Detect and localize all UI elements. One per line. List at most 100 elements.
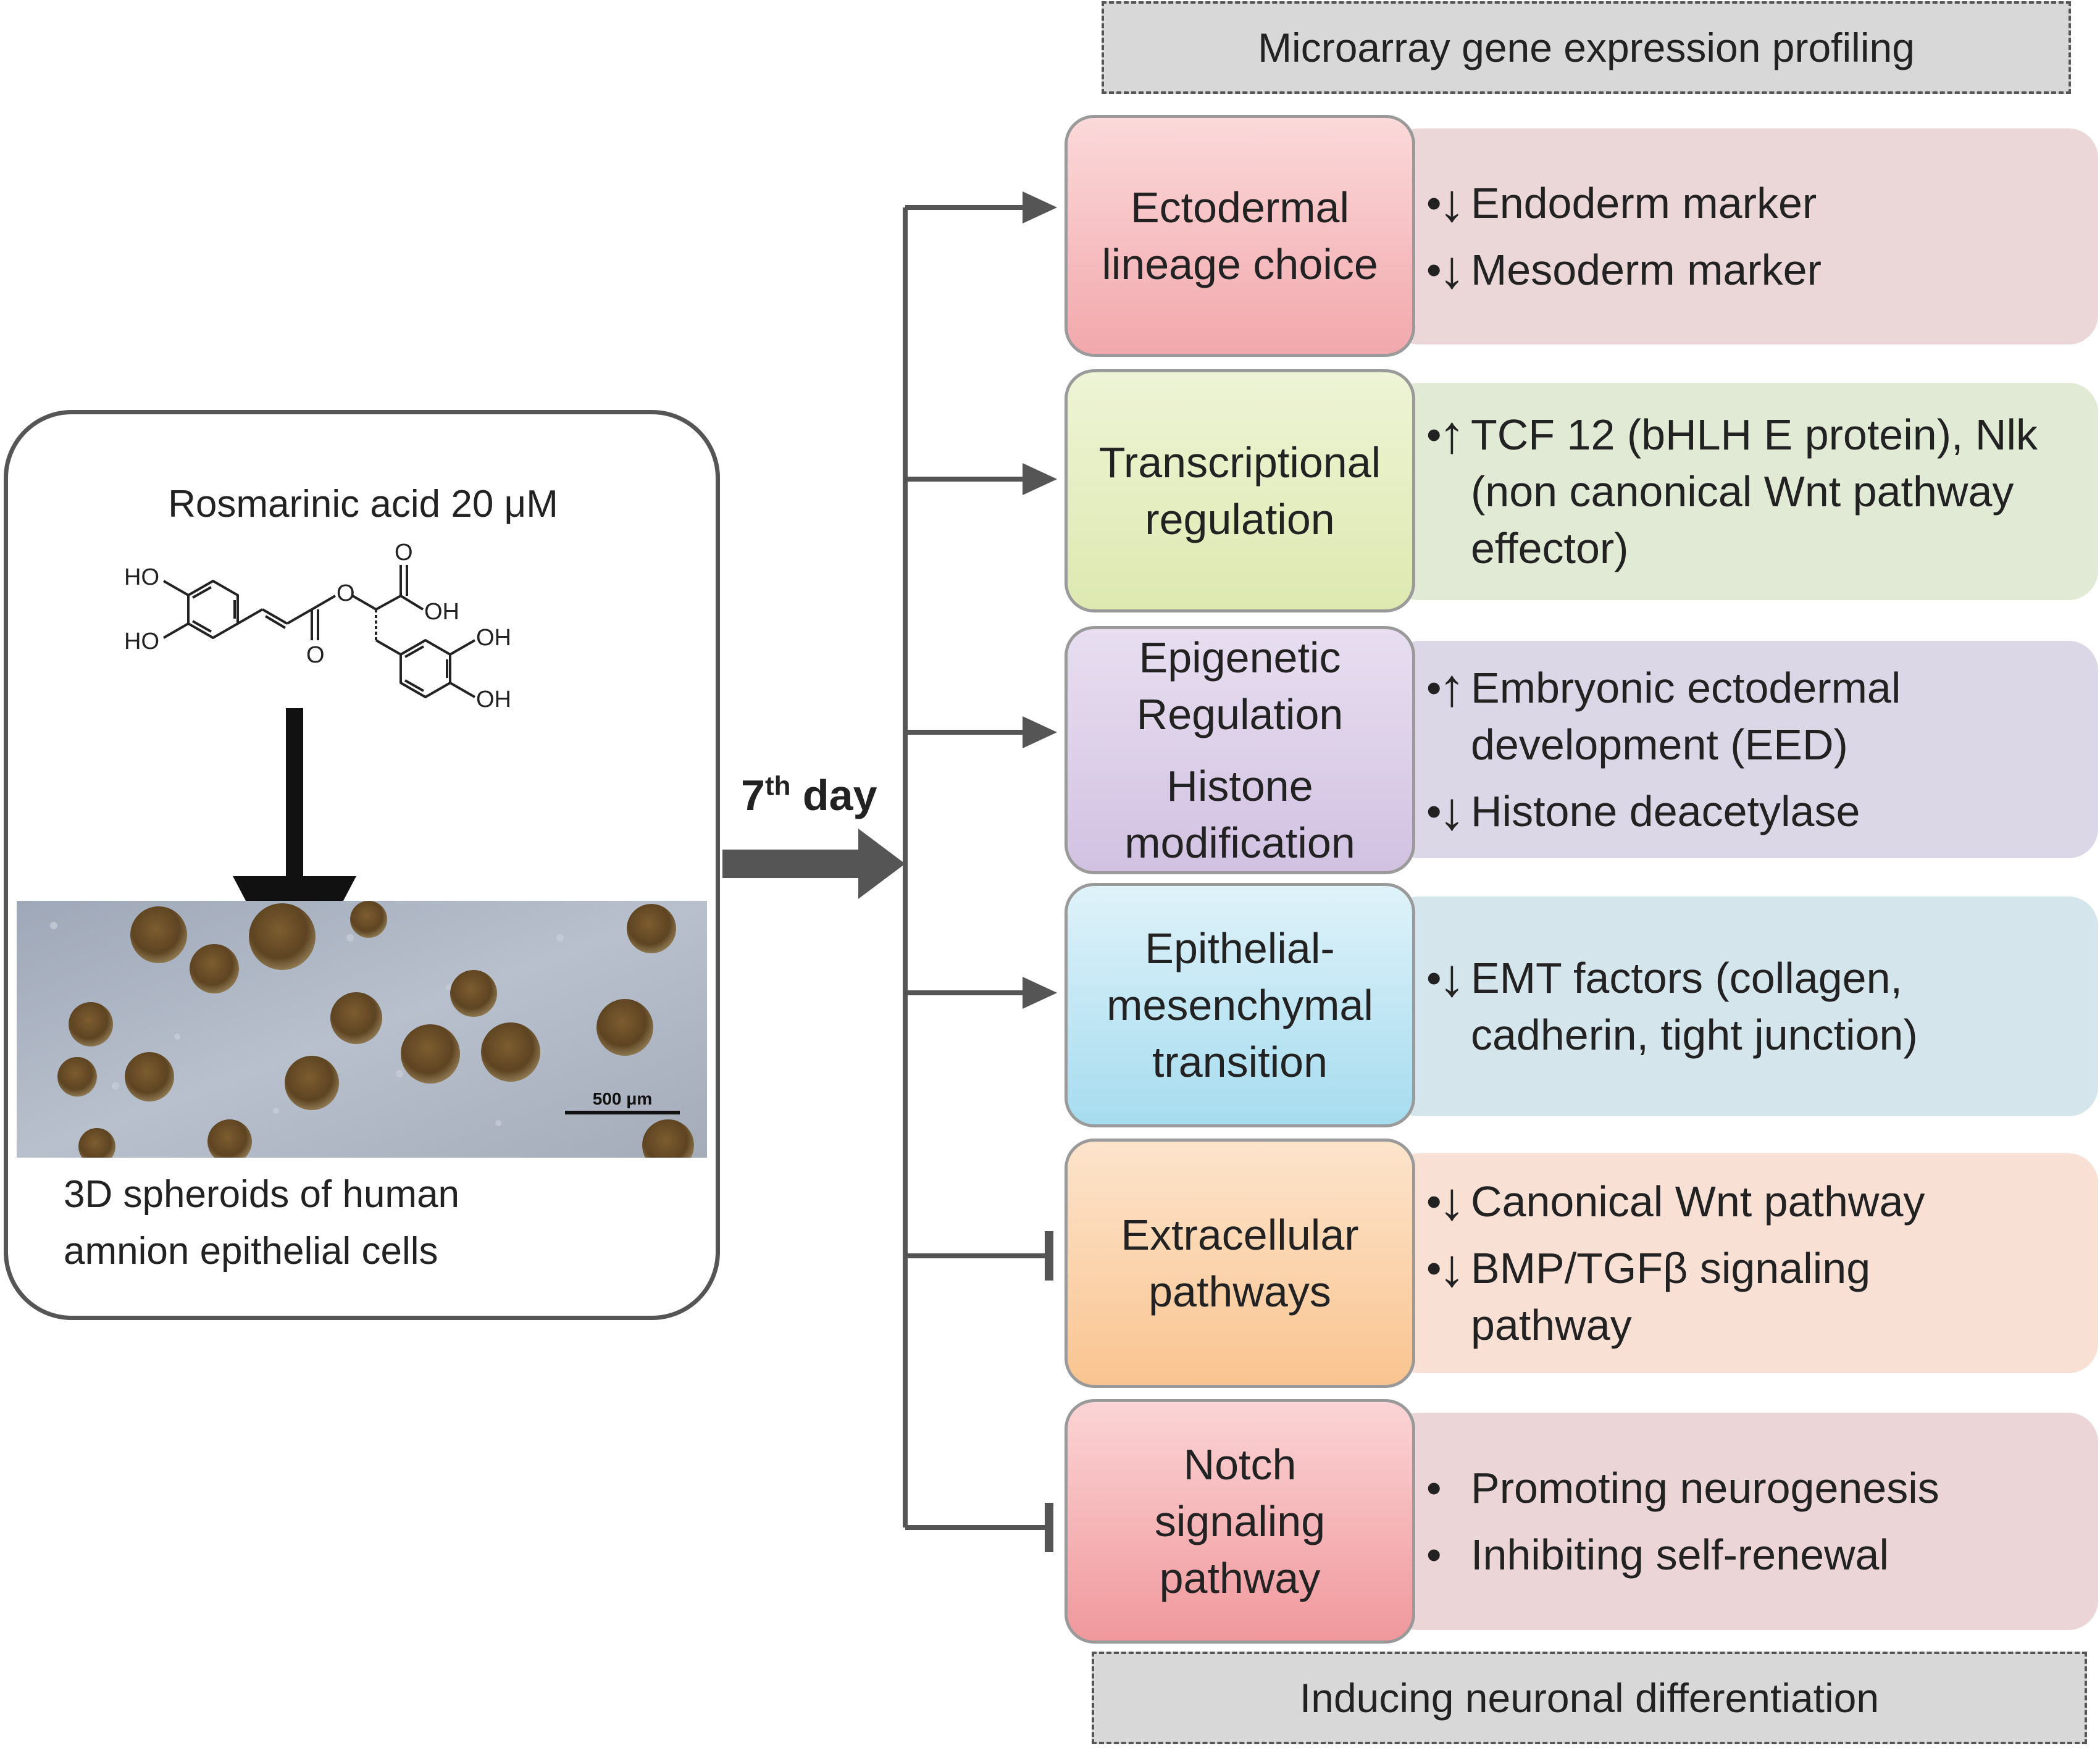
compound-label: Rosmarinic acid 20 μM — [168, 483, 558, 525]
bullet-dot: • — [1426, 179, 1442, 227]
detail-bullet: • Inhibiting self-renewal — [1426, 1526, 2098, 1583]
category-title-line: pathways — [1148, 1268, 1331, 1316]
spheroid-micrograph: 500 μm — [17, 901, 707, 1158]
atom-ho-1: HO — [124, 564, 159, 590]
day-suffix: th — [764, 771, 791, 801]
atom-oh-3: OH — [476, 687, 511, 713]
rosmarinic-acid-structure: HO HO O O O OH OH OH — [124, 540, 511, 713]
caption-line: amnion epithelial cells — [64, 1230, 438, 1273]
detail-box: •↓Endoderm marker•↓Mesoderm marker — [1389, 128, 2098, 345]
detail-text: EMT factors (collagen, — [1471, 954, 1902, 1002]
category-title-line: Regulation — [1136, 690, 1344, 738]
left-panel: Rosmarinic acid 20 μM — [4, 410, 720, 1320]
bullet-dot: • — [1426, 411, 1442, 459]
footer-box: Inducing neuronal differentiation — [1092, 1652, 2087, 1744]
down-arrow-icon: ↓ — [1439, 782, 1465, 841]
detail-text: Histone deacetylase — [1471, 787, 1860, 835]
bullet-dot: • — [1426, 954, 1442, 1002]
detail-text-continuation: (non canonical Wnt pathway — [1471, 467, 2014, 516]
category-subtitle-line: modification — [1124, 819, 1355, 867]
detail-text: Embryonic ectodermal — [1471, 664, 1901, 712]
detail-text-continuation: pathway — [1471, 1301, 1632, 1349]
category-title-line: Epigenetic — [1139, 633, 1341, 682]
detail-text-continuation: cadherin, tight junction) — [1471, 1011, 1918, 1059]
atom-ho-2: HO — [124, 629, 159, 654]
up-arrow-icon: ↑ — [1439, 658, 1465, 717]
caption-line: 3D spheroids of human — [64, 1173, 460, 1216]
detail-text: TCF 12 (bHLH E protein), Nlk — [1471, 411, 2038, 459]
bullet-dot: • — [1426, 1177, 1442, 1226]
footer-text: Inducing neuronal differentiation — [1299, 1675, 1880, 1721]
category-title-line: mesenchymal — [1106, 981, 1373, 1029]
category-title-line: Ectodermal — [1130, 183, 1350, 232]
category-title-line: Extracellular — [1121, 1211, 1359, 1259]
day-word: day — [790, 771, 877, 819]
detail-bullet: •↑TCF 12 (bHLH E protein), Nlk — [1426, 406, 2098, 463]
detail-bullet: •↓Endoderm marker — [1426, 175, 2098, 232]
day-label: 7th day — [741, 771, 877, 820]
bullet-dot: • — [1426, 1464, 1442, 1512]
category-title-line: regulation — [1145, 495, 1335, 543]
activation-arrowhead — [1023, 716, 1057, 748]
bullet-dot: • — [1426, 664, 1442, 712]
day-number: 7 — [741, 771, 765, 819]
header-box: Microarray gene expression profiling — [1102, 1, 2071, 94]
activation-arrowhead — [1023, 463, 1057, 495]
caption: 3D spheroids of human amnion epithelial … — [64, 1166, 459, 1280]
detail-text: Mesoderm marker — [1471, 246, 1822, 294]
category-title-line: transition — [1152, 1038, 1328, 1086]
category-title-line: Transcriptional — [1098, 438, 1381, 487]
detail-bullet: •↓Histone deacetylase — [1426, 783, 2098, 840]
detail-text-continuation: development (EED) — [1471, 721, 1848, 769]
detail-bullet: •↓EMT factors (collagen, — [1426, 950, 2098, 1006]
detail-box: • Promoting neurogenesis • Inhibiting self-… — [1389, 1413, 2098, 1630]
detail-text: Endoderm marker — [1471, 179, 1817, 227]
atom-oh-2: OH — [476, 625, 511, 651]
category-title-line: pathway — [1159, 1554, 1321, 1602]
category-box-notch-signaling-pathway: Notch signaling pathway — [1065, 1399, 1415, 1644]
category-title-line: Notch — [1183, 1440, 1297, 1489]
atom-oh-1: OH — [424, 599, 459, 625]
header-text: Microarray gene expression profiling — [1258, 25, 1915, 70]
detail-bullet: •↓Canonical Wnt pathway — [1426, 1173, 2098, 1230]
category-subtitle-line: Histone — [1166, 762, 1313, 810]
detail-text: Inhibiting self-renewal — [1471, 1531, 1889, 1579]
detail-box: •↑TCF 12 (bHLH E protein), Nlk(non canon… — [1389, 383, 2098, 600]
detail-bullet: • Promoting neurogenesis — [1426, 1460, 2098, 1516]
detail-box: •↓Canonical Wnt pathway•↓BMP/TGFβ signal… — [1389, 1153, 2098, 1373]
down-arrow-icon: ↓ — [1439, 948, 1465, 1008]
activation-arrowhead — [1023, 977, 1057, 1009]
category-box-transcriptional-regulation: Transcriptional regulation — [1065, 369, 1415, 612]
scale-bar-label: 500 μm — [593, 1089, 653, 1108]
category-title-line: signaling — [1154, 1497, 1326, 1545]
category-box-extracellular-pathways: Extracellular pathways — [1065, 1139, 1415, 1388]
detail-text: BMP/TGFβ signaling — [1471, 1244, 1871, 1292]
detail-text: Canonical Wnt pathway — [1471, 1177, 1925, 1226]
detail-text: Promoting neurogenesis — [1471, 1464, 1939, 1512]
inhibition-bar — [1045, 1503, 1053, 1552]
down-arrow-icon: ↓ — [1439, 173, 1465, 233]
bullet-dot: • — [1426, 1244, 1442, 1292]
detail-box: •↓EMT factors (collagen, cadherin, tight … — [1389, 896, 2098, 1116]
down-arrow-icon: ↓ — [1439, 240, 1465, 299]
activation-arrowhead — [1023, 191, 1057, 224]
bullet-dot: • — [1426, 246, 1442, 294]
detail-bullet: •↓BMP/TGFβ signaling — [1426, 1240, 2098, 1297]
atom-o-1: O — [306, 642, 325, 668]
atom-o-2: O — [337, 580, 355, 606]
bullet-dot: • — [1426, 787, 1442, 835]
category-title-line: Epithelial- — [1145, 924, 1335, 972]
bullet-dot: • — [1426, 1531, 1442, 1579]
seventh-day-arrowhead — [858, 829, 905, 899]
down-arrow-icon: ↓ — [1439, 1172, 1465, 1231]
inhibition-bar — [1045, 1231, 1053, 1281]
detail-bullet: •↑Embryonic ectodermal — [1426, 659, 2098, 716]
atom-o-3: O — [395, 540, 413, 566]
category-box-epithelial-mesenchymal-transition: Epithelial-mesenchymal transition — [1065, 883, 1415, 1127]
detail-text-continuation: effector) — [1471, 524, 1629, 572]
up-arrow-icon: ↑ — [1439, 405, 1465, 464]
